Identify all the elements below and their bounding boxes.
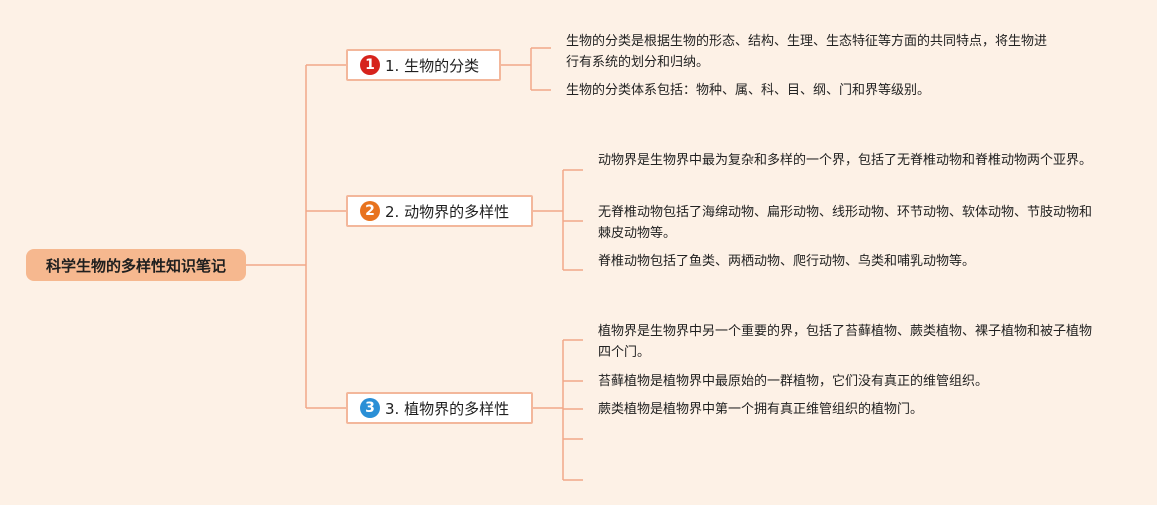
root-topic-label: 科学生物的多样性知识笔记 (45, 256, 226, 275)
branch-topic-2[interactable]: 2 2. 动物界的多样性 (346, 195, 533, 227)
leaf-topic-3-2[interactable]: 苔藓植物是植物界中最原始的一群植物，它们没有真正的维管组织。 (598, 374, 989, 389)
leaf-topic-2-3[interactable]: 脊椎动物包括了鱼类、两栖动物、爬行动物、鸟类和哺乳动物等。 (598, 254, 976, 269)
branch-topic-label: 1. 生物的分类 (385, 56, 480, 75)
branch-topic-label: 3. 植物界的多样性 (385, 399, 510, 418)
root-topic[interactable]: 科学生物的多样性知识笔记 (26, 249, 246, 281)
leaf-topic-2-2[interactable]: 无脊椎动物包括了海绵动物、扁形动物、线形动物、环节动物、软体动物、节肢动物和棘皮… (598, 205, 1093, 241)
number-badge-icon: 1 (360, 55, 380, 75)
branch-topic-1[interactable]: 1 1. 生物的分类 (346, 49, 501, 81)
leaf-topic-3-1[interactable]: 植物界是生物界中另一个重要的界，包括了苔藓植物、蕨类植物、裸子植物和被子植物四个… (598, 324, 1093, 360)
leaf-topic-3-3[interactable]: 蕨类植物是植物界中第一个拥有真正维管组织的植物门。 (598, 402, 924, 417)
number-badge-icon: 3 (360, 398, 380, 418)
leaf-topic-1-1[interactable]: 生物的分类是根据生物的形态、结构、生理、生态特征等方面的共同特点，将生物进行有系… (566, 34, 1048, 70)
leaf-topic-1-2[interactable]: 生物的分类体系包括：物种、属、科、目、纲、门和界等级别。 (566, 83, 931, 98)
leaf-topic-2-1[interactable]: 动物界是生物界中最为复杂和多样的一个界，包括了无脊椎动物和脊椎动物两个亚界。 (598, 153, 1093, 168)
branch-topic-3[interactable]: 3 3. 植物界的多样性 (346, 392, 533, 424)
number-badge-icon: 2 (360, 201, 380, 221)
branch-topic-label: 2. 动物界的多样性 (385, 202, 510, 221)
